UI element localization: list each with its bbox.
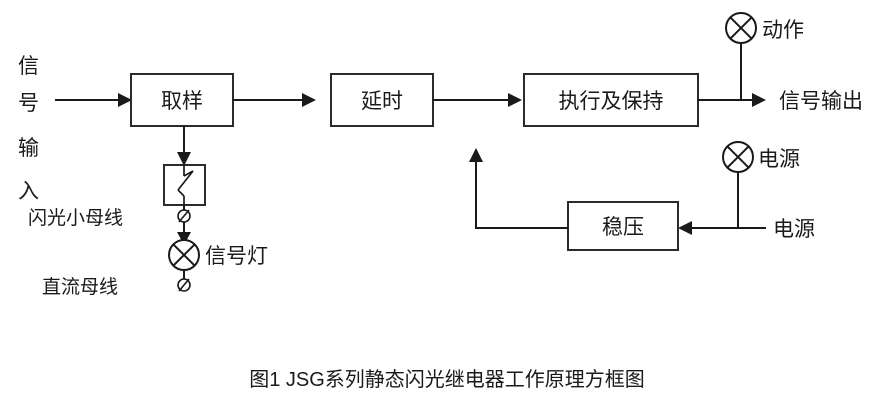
arrow-delay-to-execute xyxy=(433,93,522,107)
signal-output-label: 信号输出 xyxy=(779,90,863,113)
block-sampling-label: 取样 xyxy=(161,90,203,113)
dc-bus-label: 直流母线 xyxy=(42,276,118,298)
block-execute-hold-rect xyxy=(523,73,699,127)
block-voltage-regulator-label: 稳压 xyxy=(602,216,644,239)
action-lamp-symbol xyxy=(725,12,757,44)
signal-input-char-3: 输 xyxy=(18,137,39,160)
signal-lamp-cross-2 xyxy=(172,243,196,267)
signal-input-char-2: 号 xyxy=(18,92,39,115)
feedback-path-to-execute xyxy=(469,148,568,229)
terminal-flash-bus xyxy=(177,205,191,245)
power-lamp-symbol xyxy=(722,141,754,173)
output-branch xyxy=(698,44,766,107)
terminal-dc-bus-slash xyxy=(178,278,190,292)
arrow-sampling-to-delay xyxy=(233,93,316,107)
action-lamp-cross-2 xyxy=(729,16,753,40)
signal-input-vertical-label: 信 号 输 入 xyxy=(18,55,39,203)
block-execute-hold: 执行及保持 xyxy=(523,73,699,127)
block-delay: 延时 xyxy=(330,73,434,127)
power-lamp-label: 电源 xyxy=(758,148,800,171)
signal-lamp-label: 信号灯 xyxy=(205,245,268,268)
terminal-dc-bus xyxy=(177,270,191,292)
signal-input-char-1: 信 xyxy=(18,55,39,78)
terminal-flash-bus-slash xyxy=(178,209,190,223)
break-contact-icon xyxy=(177,165,194,205)
figure-caption: 图1 JSG系列静态闪光继电器工作原理方框图 xyxy=(249,368,645,391)
block-execute-hold-label: 执行及保持 xyxy=(559,90,664,113)
input-arrow-to-sampling xyxy=(55,93,132,107)
action-lamp-label: 动作 xyxy=(762,19,804,42)
flash-bus-label: 闪光小母线 xyxy=(28,207,123,229)
power-input-label: 电源 xyxy=(773,218,815,241)
block-voltage-regulator: 稳压 xyxy=(567,201,679,251)
block-voltage-regulator-rect xyxy=(567,201,679,251)
block-sampling: 取样 xyxy=(130,73,234,127)
block-delay-label: 延时 xyxy=(361,90,403,113)
signal-input-char-4: 入 xyxy=(18,180,39,203)
signal-lamp-symbol xyxy=(168,239,200,271)
power-input-branch xyxy=(678,172,766,235)
power-lamp-cross-2 xyxy=(726,145,750,169)
block-contact-switch xyxy=(163,164,206,206)
sampling-to-contact-wire xyxy=(177,126,191,166)
